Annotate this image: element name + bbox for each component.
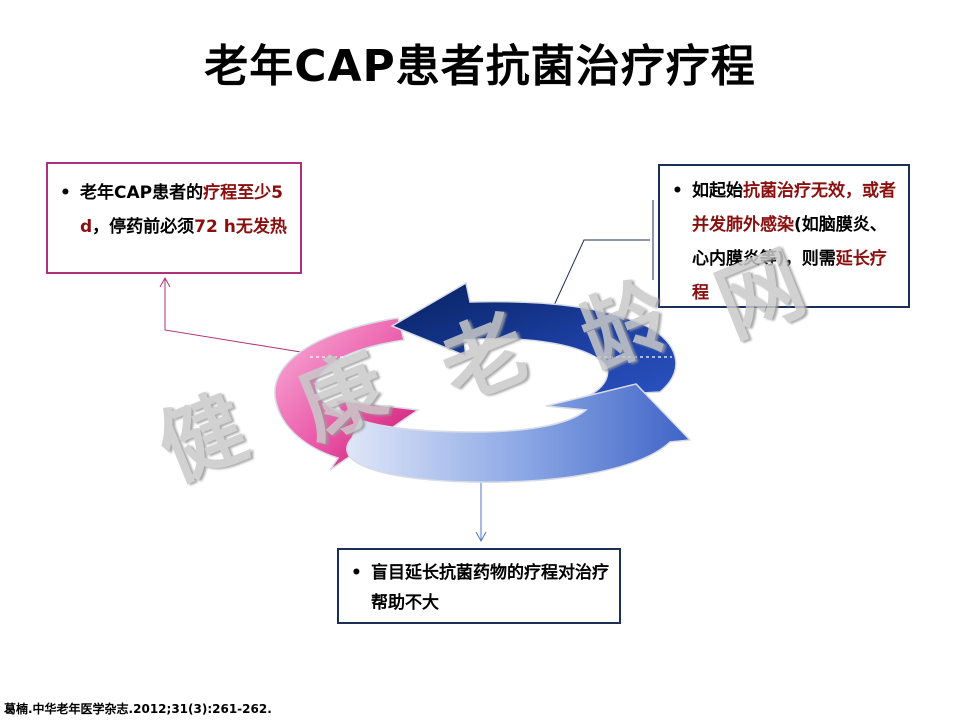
right-highlight-2: 延长疗程 [692,249,887,303]
right-highlight-1: 抗菌治疗无效，或者并发肺外感染 [692,181,896,235]
connector-bottom-arrowhead [475,531,487,543]
bottom-callout-item: • 盲目延长抗菌药物的疗程对治疗帮助不大 [345,558,613,618]
left-callout-item: • 老年CAP患者的疗程至少5 d，停药前必须72 h无发热 [54,176,292,244]
right-text-2: (如脑膜炎、心内膜炎等)，则需 [692,215,887,269]
bullet-glyph: • [351,563,362,583]
left-text-2: ，停药前必须 [92,217,195,237]
blue-arrow [346,383,692,483]
bullet-glyph: • [60,183,71,203]
citation: 葛楠.中华老年医学杂志.2012;31(3):261-262. [4,702,272,716]
bottom-callout-box: • 盲目延长抗菌药物的疗程对治疗帮助不大 [337,548,621,624]
slide-title: 老年CAP患者抗菌治疗疗程 [204,41,756,92]
connector-left [164,278,308,354]
navy-arrow [390,281,677,397]
left-callout-box: • 老年CAP患者的疗程至少5 d，停药前必须72 h无发热 [46,162,302,274]
right-text-1: 如起始 [692,181,743,201]
left-highlight-1: 疗程至少5 d [80,183,283,237]
left-highlight-2: 72 h无发热 [194,217,287,237]
connector-left-arrowhead [159,276,171,288]
bullet-glyph: • [672,181,683,201]
right-callout-box: • 如起始抗菌治疗无效，或者并发肺外感染(如脑膜炎、心内膜炎等)，则需延长疗程 [658,164,910,308]
right-callout-item: • 如起始抗菌治疗无效，或者并发肺外感染(如脑膜炎、心内膜炎等)，则需延长疗程 [666,174,902,310]
left-text-1: 老年CAP患者的 [80,183,204,203]
bottom-text-1: 盲目延长抗菌药物的疗程对治疗帮助不大 [371,563,609,613]
